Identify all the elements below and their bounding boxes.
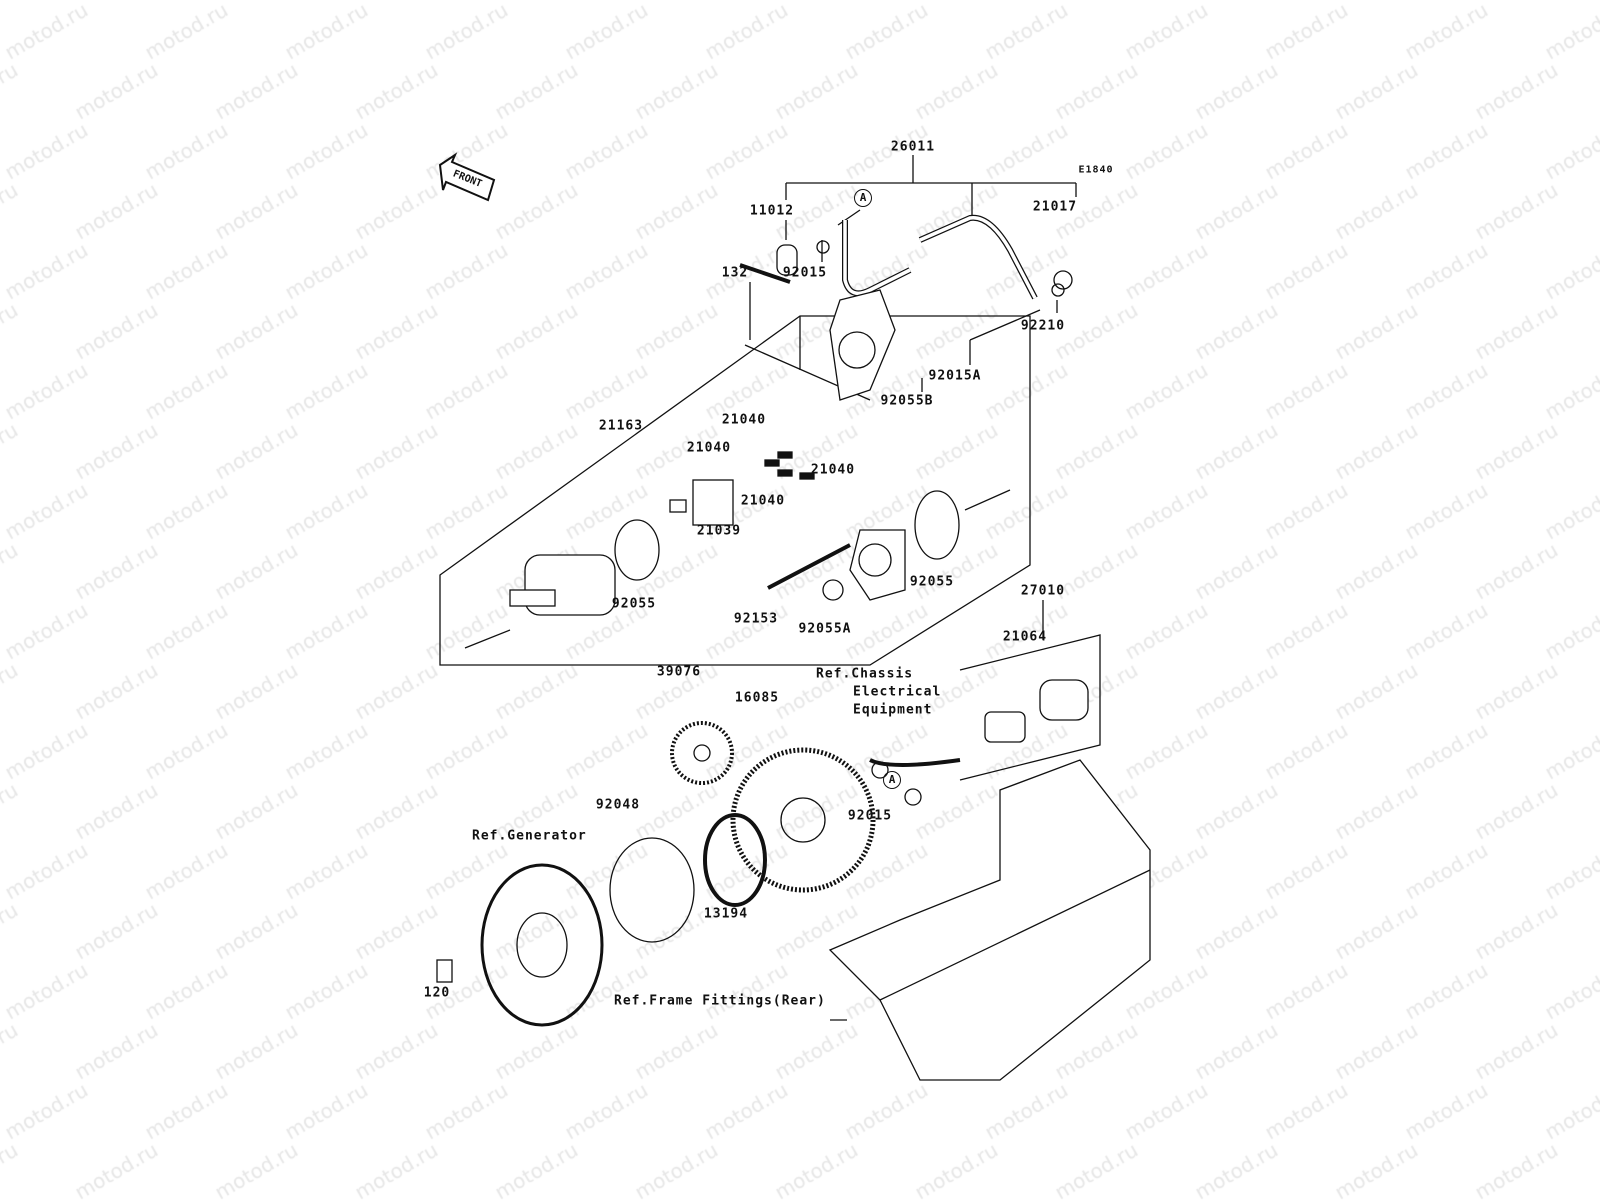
part-label[interactable]: 120 <box>423 985 451 1001</box>
part-label[interactable]: 21017 <box>1032 199 1078 215</box>
part-label[interactable]: 92048 <box>595 797 641 813</box>
part-label[interactable]: 21163 <box>598 418 644 434</box>
front-arrow-icon: FRONT <box>438 152 496 202</box>
part-label[interactable]: 92015A <box>928 368 982 384</box>
brush-holder <box>669 451 815 526</box>
part-label[interactable]: 92055 <box>611 596 657 612</box>
part-label[interactable]: 16085 <box>734 690 780 706</box>
reference-chassis-label[interactable]: Electrical <box>853 684 942 700</box>
part-label[interactable]: 27010 <box>1020 583 1066 599</box>
part-label[interactable]: 92055 <box>909 574 955 590</box>
part-label[interactable]: 92055B <box>880 393 934 409</box>
part-label[interactable]: 92055A <box>798 621 852 637</box>
part-label[interactable]: 39076 <box>656 664 702 680</box>
connector-callout-a: A <box>854 189 872 207</box>
diagram-code: E1840 <box>1078 164 1114 176</box>
reference-chassis-label[interactable]: Ref.Chassis <box>816 666 914 682</box>
part-label[interactable]: 92153 <box>733 611 779 627</box>
part-label[interactable]: 92210 <box>1020 318 1066 334</box>
part-label[interactable]: 21040 <box>686 440 732 456</box>
part-label[interactable]: 21040 <box>740 493 786 509</box>
reference-generator-label[interactable]: Ref.Generator <box>472 828 587 844</box>
part-label[interactable]: 21040 <box>721 412 767 428</box>
reference-chassis-label[interactable]: Equipment <box>853 702 933 718</box>
part-label[interactable]: 21040 <box>810 462 856 478</box>
part-label[interactable]: 26011 <box>890 139 936 155</box>
connector-callout-a: A <box>883 771 901 789</box>
part-label[interactable]: 11012 <box>749 203 795 219</box>
part-label[interactable]: 92015 <box>782 265 828 281</box>
part-label[interactable]: 13194 <box>703 906 749 922</box>
part-label[interactable]: 92015 <box>847 808 893 824</box>
leader-lines <box>744 155 1077 401</box>
part-label[interactable]: 21039 <box>696 523 742 539</box>
reference-frame-label[interactable]: Ref.Frame Fittings(Rear) <box>614 993 826 1009</box>
part-label[interactable]: 132 <box>721 265 749 281</box>
part-label[interactable]: 21064 <box>1002 629 1048 645</box>
